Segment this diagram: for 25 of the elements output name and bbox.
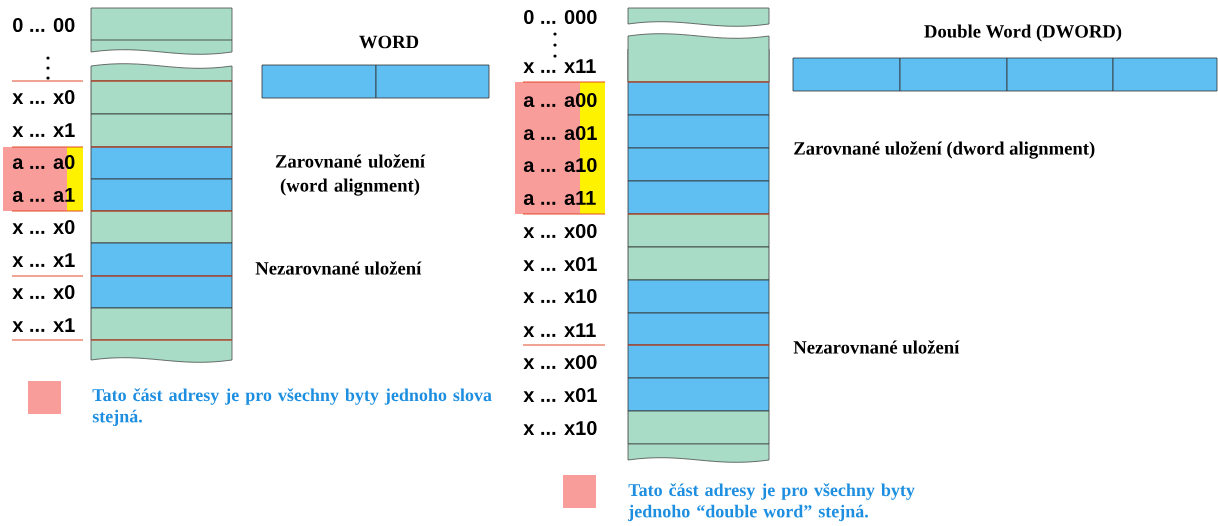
address-label: x ... x01 (523, 387, 597, 403)
address-label: x ... x11 (523, 59, 596, 73)
address-label: x ... x0 (12, 89, 75, 105)
legend-text: Tato část adresy je pro všechny byty jednoho slova stejná. (92, 388, 492, 427)
caption: Zarovnané uložení (dword alignment) (794, 141, 1095, 159)
caption: Nezarovnané uložení (255, 261, 422, 275)
address-label: x ... x01 (523, 256, 597, 272)
address-label: a ... a11 (523, 191, 596, 205)
address-label: x ... x0 (12, 284, 75, 300)
address-label: 0 ... 000 (524, 9, 597, 25)
heading: Double Word (DWORD) (924, 24, 1122, 42)
address-label: x ... x10 (523, 420, 597, 436)
caption: Nezarovnané uložení (793, 340, 960, 354)
address-label: x ... x11 (523, 323, 596, 337)
address-label: 0 ... 00 (13, 17, 75, 33)
address-label: x ... x1 (12, 318, 75, 332)
address-label: x ... x00 (523, 354, 597, 370)
address-label: x ... x1 (12, 253, 75, 267)
caption: Zarovnané uložení (word alignment) (275, 154, 426, 196)
address-label: x ... x0 (12, 219, 75, 235)
address-label: x ... x1 (12, 123, 75, 137)
address-label: x ... x10 (523, 288, 597, 304)
address-label: x ... x00 (523, 223, 597, 239)
legend-text: Tato část adresy je pro všechny byty jednoho “double word” stejná. (628, 483, 915, 522)
heading: WORD (359, 35, 419, 49)
